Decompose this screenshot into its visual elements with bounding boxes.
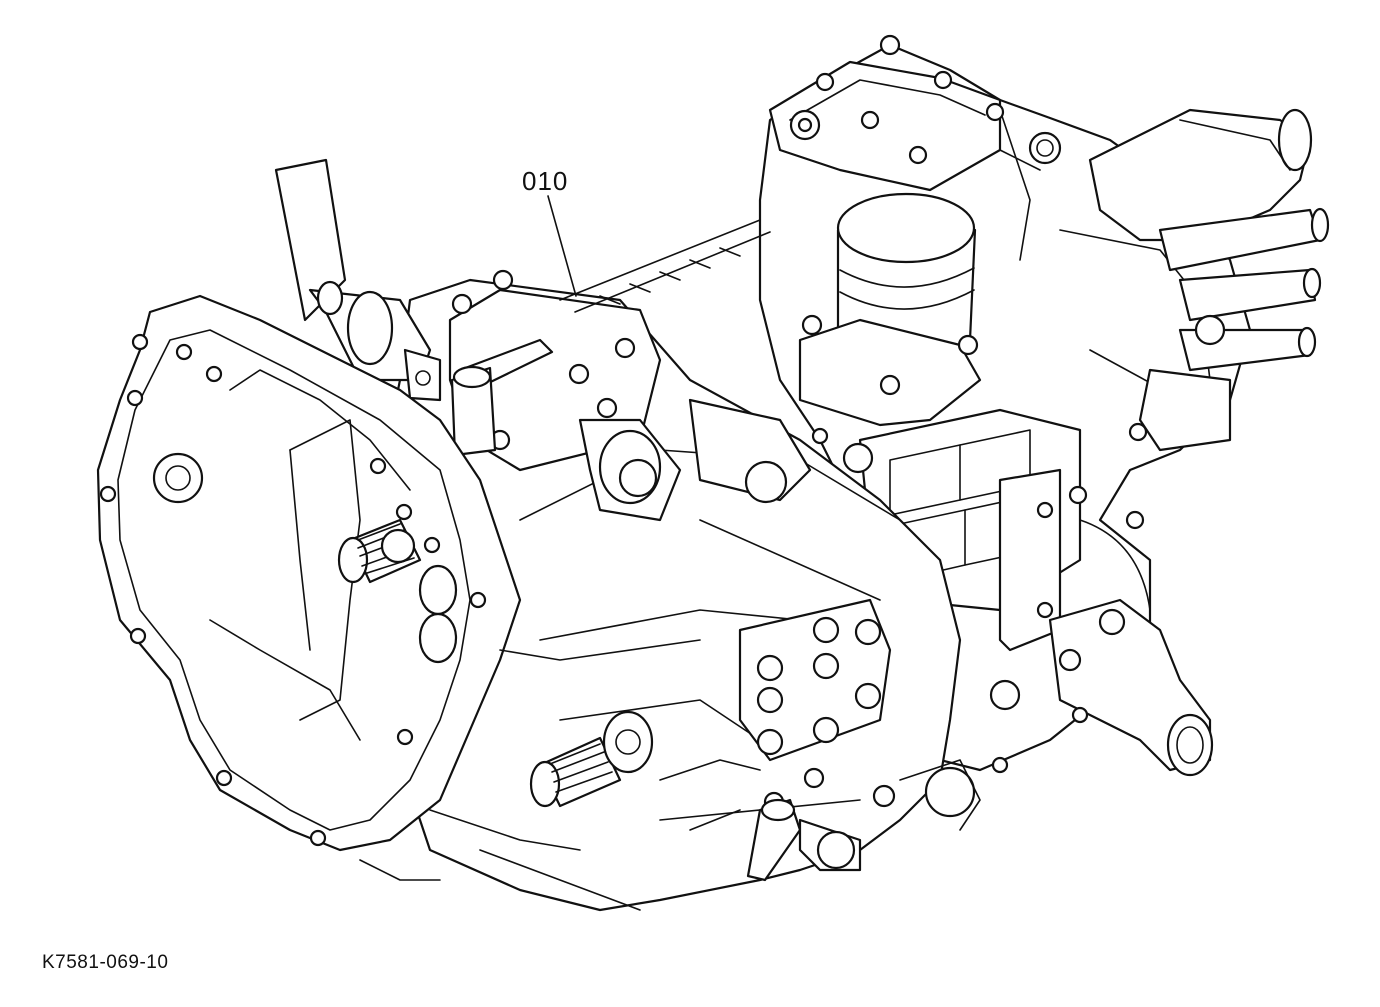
shift-lever-bracket xyxy=(274,158,442,402)
case-ribs xyxy=(359,639,761,881)
pto-output-housing xyxy=(1028,108,1330,452)
lower-levers xyxy=(746,759,981,882)
top-cover xyxy=(768,34,1005,192)
lower-pto-shaft xyxy=(529,710,654,808)
figure-code: K7581-069-10 xyxy=(42,952,169,973)
upper-shaft xyxy=(559,219,771,313)
input-shaft xyxy=(337,518,458,664)
callout-leader-line xyxy=(547,195,577,297)
rear-output-yoke xyxy=(989,510,1214,777)
bearing-boss xyxy=(578,398,874,522)
oil-filter xyxy=(798,192,982,427)
lower-shift-bosses xyxy=(738,598,896,813)
part-callout-010[interactable]: 010 xyxy=(522,166,569,196)
